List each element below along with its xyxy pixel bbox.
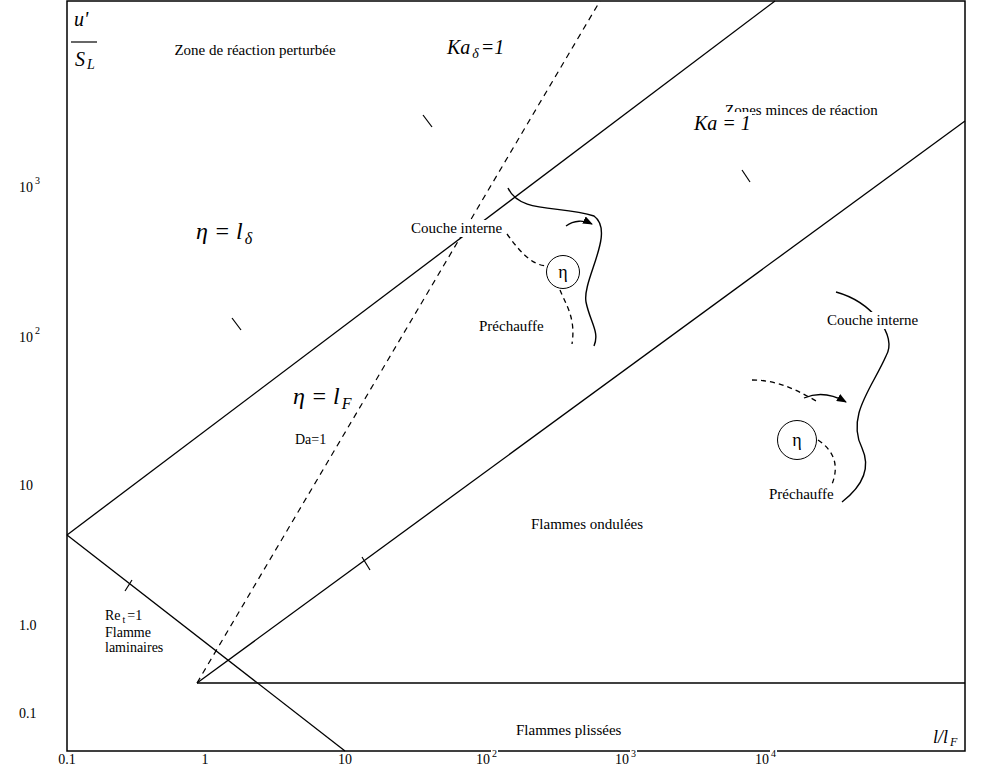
line-label: η = l bbox=[195, 218, 244, 244]
tick-label: 1 bbox=[201, 752, 210, 767]
tick-label: 10 bbox=[475, 752, 491, 767]
tick-label: 0.1 bbox=[57, 752, 77, 767]
structure-label: Couche interne bbox=[826, 312, 919, 329]
superscript: 4 bbox=[770, 748, 777, 759]
subscript: L bbox=[86, 57, 96, 72]
subscript: F bbox=[341, 395, 353, 413]
line-label: Da=1 bbox=[294, 432, 327, 447]
subscript: δ bbox=[244, 230, 253, 248]
axis-label: S bbox=[74, 48, 86, 70]
subscript: δ bbox=[471, 46, 480, 61]
line-label: =1 bbox=[480, 36, 506, 58]
superscript: 2 bbox=[34, 325, 41, 336]
line-label: η = l bbox=[292, 383, 341, 409]
line-label: =1 bbox=[126, 608, 143, 623]
axis-label: u' bbox=[73, 8, 89, 30]
tick-label: 0.1 bbox=[18, 706, 38, 721]
line-label: Ka bbox=[446, 36, 471, 58]
tick-label: 10 bbox=[18, 478, 34, 493]
superscript: 3 bbox=[34, 175, 41, 186]
tick-label: 1.0 bbox=[18, 618, 38, 633]
superscript: 2 bbox=[491, 748, 498, 759]
structure-label: Préchauffe bbox=[478, 318, 545, 335]
region-label: Flammes ondulées bbox=[530, 516, 644, 533]
eddy-symbol: η bbox=[792, 431, 801, 449]
line-label: Re bbox=[104, 608, 122, 623]
structure-label: Préchauffe bbox=[768, 486, 835, 503]
structure-label: Couche interne bbox=[410, 220, 503, 237]
axis-label: l/l bbox=[932, 728, 949, 748]
eddy-circle: η bbox=[546, 255, 580, 289]
region-label: Zone de réaction perturbée bbox=[159, 42, 351, 59]
tick-label: 10 bbox=[337, 752, 353, 767]
tick-label: 10 bbox=[18, 330, 34, 345]
region-label: Flamme laminaires bbox=[104, 625, 181, 656]
tick-label: 10 bbox=[754, 752, 770, 767]
line-label: Ka = 1 bbox=[693, 112, 752, 134]
subscript: F bbox=[949, 736, 958, 749]
eddy-symbol: η bbox=[558, 263, 567, 281]
eddy-circle: η bbox=[777, 420, 817, 460]
superscript: 3 bbox=[630, 748, 637, 759]
tick-label: 10 bbox=[614, 752, 630, 767]
tick-label: 10 bbox=[18, 180, 34, 195]
region-label: Flammes plissées bbox=[515, 722, 622, 739]
